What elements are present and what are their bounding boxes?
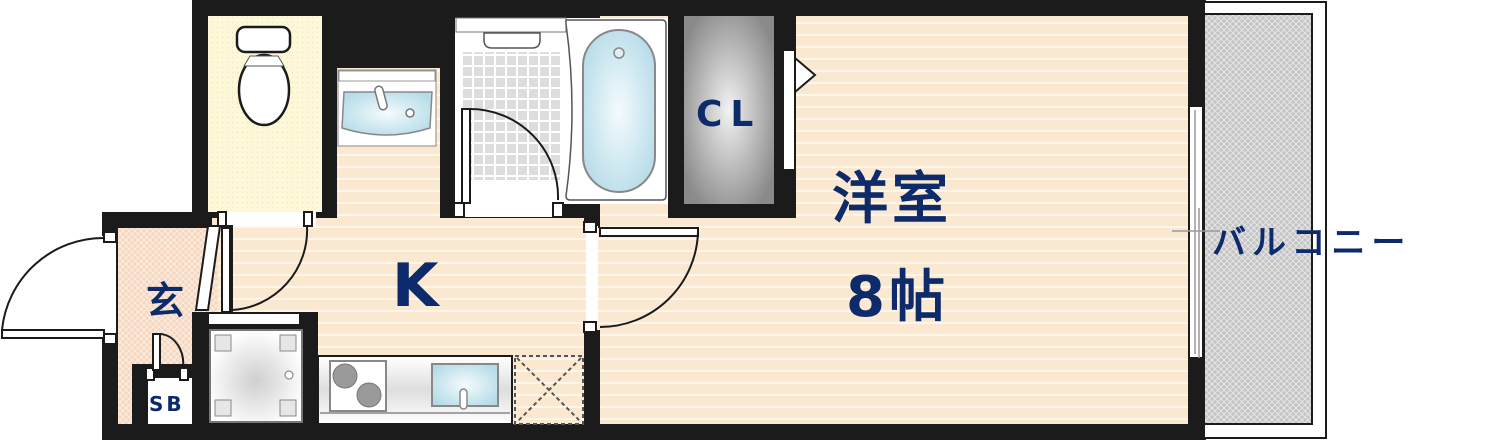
- western-room-size: 8帖: [846, 265, 949, 330]
- shoe-box-door[interactable]: [152, 333, 161, 371]
- balcony-label: バルコニー: [1212, 223, 1412, 263]
- bathroom-door[interactable]: [461, 108, 471, 204]
- shoe-box-label: SB: [149, 392, 185, 416]
- kitchen-counter: [317, 355, 513, 425]
- toilet-room: [208, 16, 322, 212]
- front-door[interactable]: [1, 329, 105, 339]
- western-room-label: 洋室: [832, 167, 952, 232]
- closet-door-arrow: [794, 55, 817, 95]
- room-door[interactable]: [599, 227, 699, 237]
- washing-machine-space: [514, 355, 584, 425]
- shoe-box: [148, 378, 192, 424]
- washbasin: [337, 69, 437, 147]
- entrance-label: 玄: [146, 279, 185, 323]
- toilet-tank: [235, 25, 292, 54]
- closet-door[interactable]: [782, 49, 796, 171]
- closet-floor: [684, 16, 774, 204]
- closet-label: CL: [696, 94, 762, 135]
- toilet-bowl-icon: [237, 53, 291, 127]
- refrigerator-space: [209, 329, 303, 423]
- kitchen-label: K: [392, 251, 439, 321]
- balcony-window[interactable]: [1188, 105, 1204, 359]
- bathtub-icon: [582, 29, 656, 193]
- balcony: [1203, 1, 1327, 439]
